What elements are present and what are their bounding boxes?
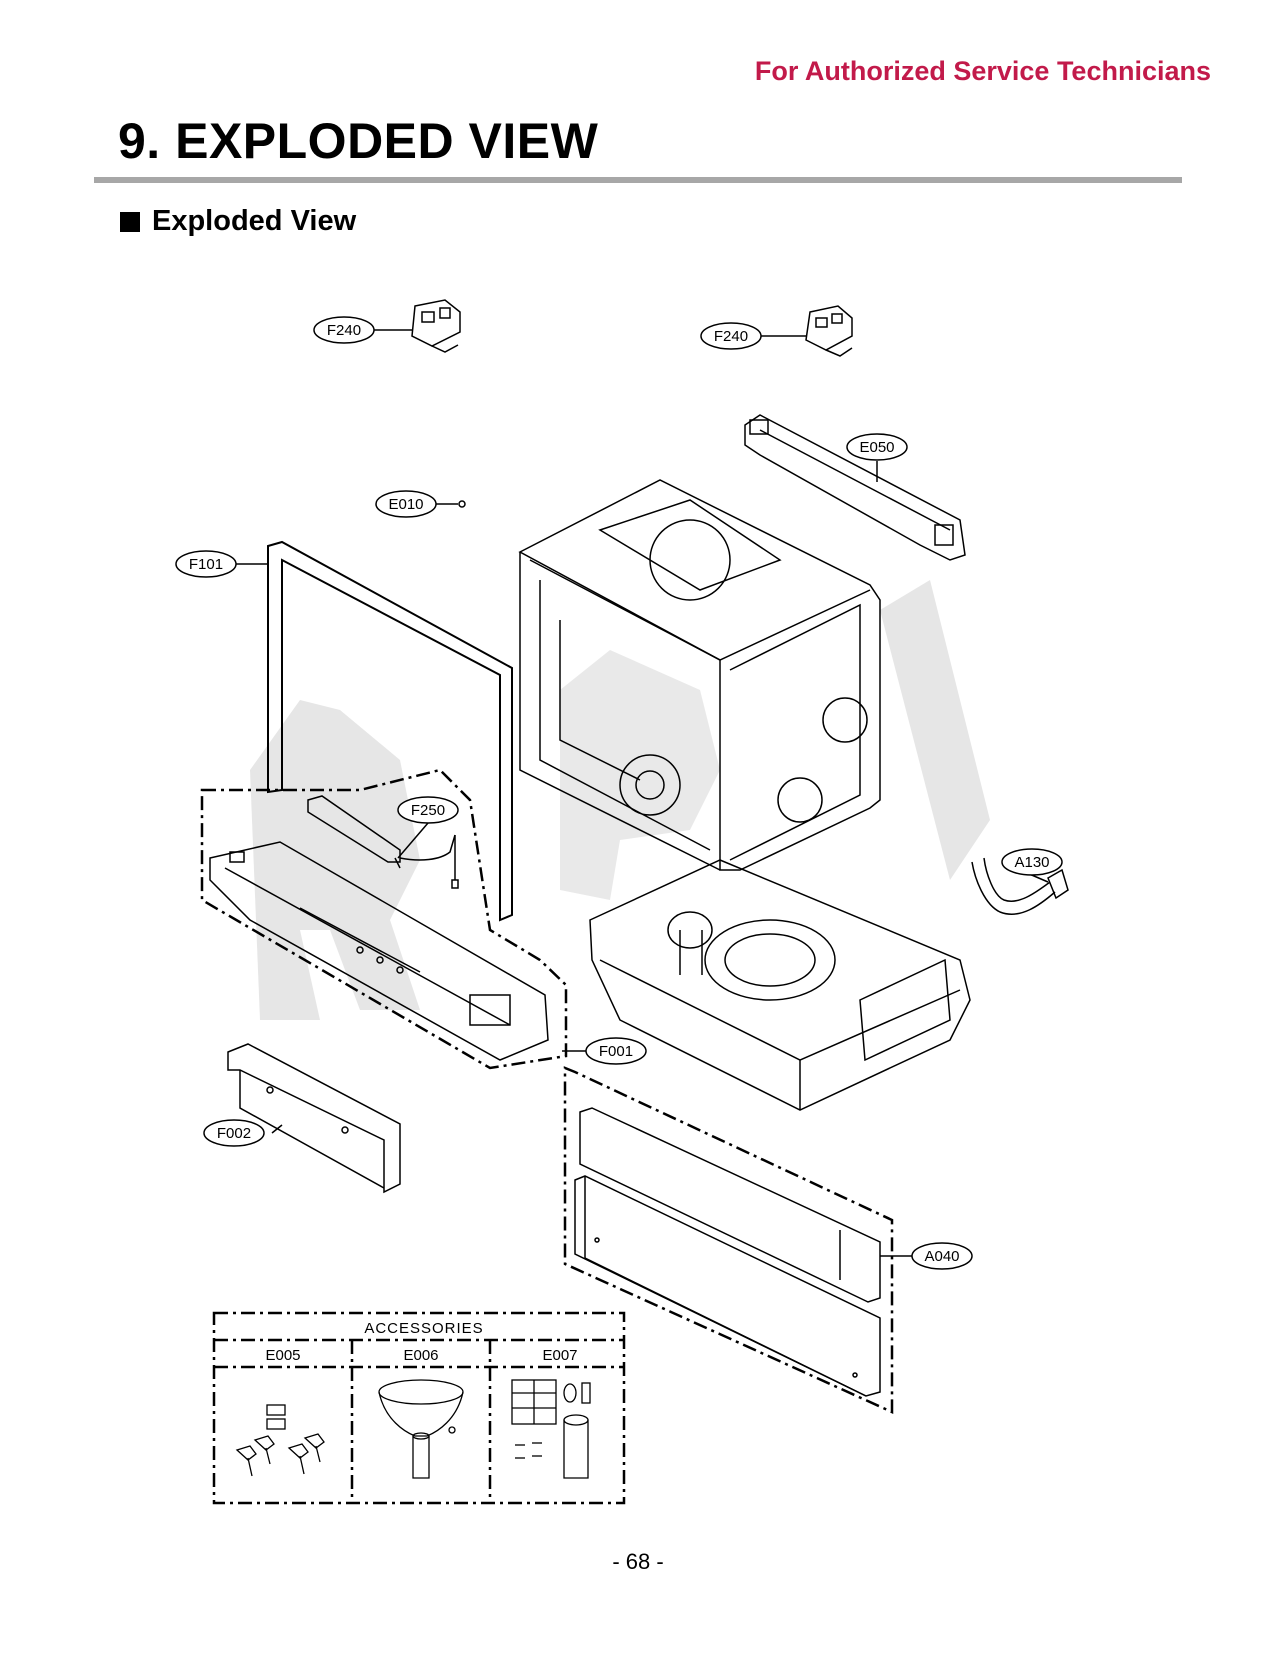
title-rule	[94, 177, 1182, 183]
square-bullet-icon	[120, 211, 140, 232]
accessory-e007-label: E007	[542, 1347, 577, 1364]
callout-f002: F002	[203, 1119, 265, 1147]
svg-text:F250: F250	[411, 802, 445, 819]
grouping-outlines	[200, 768, 894, 1414]
section-heading: Exploded View	[120, 205, 356, 238]
svg-text:E050: E050	[859, 439, 894, 456]
authorized-notice: For Authorized Service Technicians	[754, 56, 1211, 86]
callout-f101: F101	[175, 550, 237, 578]
leader-lines	[236, 329, 1049, 1257]
part-f002-cover	[227, 1043, 401, 1194]
svg-text:F001: F001	[599, 1043, 633, 1060]
svg-text:F240: F240	[714, 328, 748, 345]
accessory-e007-kit	[511, 1379, 591, 1479]
part-f250-harness	[307, 795, 459, 889]
part-a130-hose	[971, 857, 1069, 915]
accessory-e005-label: E005	[265, 1347, 300, 1364]
svg-text:A130: A130	[1014, 854, 1049, 871]
page-number: - 68 -	[612, 1549, 664, 1574]
svg-text:E010: E010	[388, 496, 423, 513]
svg-text:F240: F240	[327, 322, 361, 339]
callout-e050: E050	[846, 433, 908, 461]
svg-text:F101: F101	[189, 556, 223, 573]
chapter-title: 9. EXPLODED VIEW	[118, 113, 599, 169]
svg-text:A040: A040	[924, 1248, 959, 1265]
accessory-e006-funnel	[378, 1379, 464, 1479]
callout-f001: F001	[585, 1037, 647, 1065]
accessory-e005-screws	[235, 1404, 325, 1477]
callout-e010: E010	[375, 490, 437, 518]
part-f240-right	[805, 305, 853, 357]
accessory-e006-label: E006	[403, 1347, 438, 1364]
callout-a130: A130	[1001, 848, 1063, 876]
callout-a040: A040	[911, 1242, 973, 1270]
part-a040-front-panel	[574, 1107, 881, 1397]
part-f240-left	[411, 299, 461, 353]
part-f001-base	[589, 859, 971, 1111]
accessories-title: ACCESSORIES	[364, 1320, 483, 1337]
part-control-panel	[209, 841, 549, 1061]
callout-f250: F250	[397, 796, 459, 824]
section-title: Exploded View	[152, 205, 357, 237]
part-tub-assembly	[518, 479, 881, 871]
accessories-box: ACCESSORIES E005 E006 E007	[212, 1311, 626, 1505]
callout-f240-left: F240	[313, 316, 375, 344]
part-e050-bracket	[744, 414, 966, 561]
callout-f240-right: F240	[700, 322, 762, 350]
part-e010-screw	[458, 500, 466, 508]
svg-text:F002: F002	[217, 1125, 251, 1142]
